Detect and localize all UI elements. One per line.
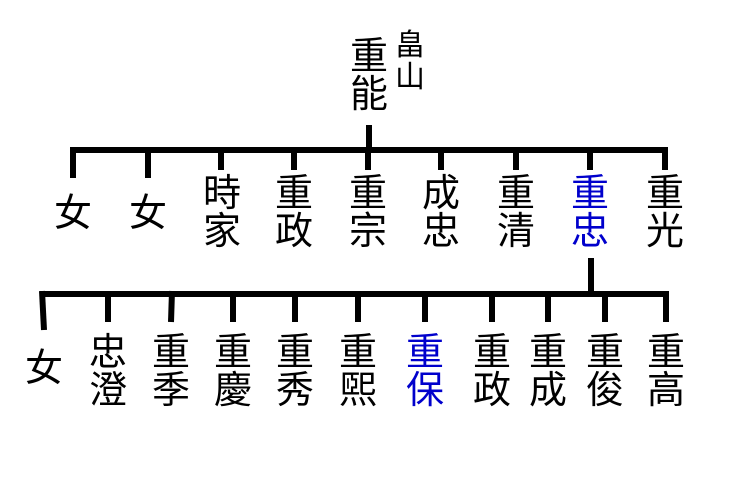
gen2-person-char: 俊: [585, 368, 625, 412]
gen2-person-char: 女: [24, 346, 64, 390]
gen2-person-char: 煕: [338, 368, 378, 412]
gen2-person: 女: [25, 349, 63, 387]
gen1-person-char: 清: [496, 209, 536, 253]
gen2-person-char: 政: [472, 368, 512, 412]
gen2-person: 重 季: [152, 333, 190, 409]
gen2-person-char: 秀: [275, 368, 315, 412]
gen2-person-char: 重: [151, 330, 191, 374]
gen2-person-char: 慶: [213, 368, 253, 412]
root-name-char: 重: [349, 34, 389, 78]
gen1-person-char: 重: [496, 171, 536, 215]
gen1-person: 重 政: [275, 174, 313, 250]
gen2-person: 重 高: [647, 333, 685, 409]
gen2-person-char: 重: [338, 330, 378, 374]
gen2-person: 重 成: [529, 333, 567, 409]
gen1-person: 女: [54, 194, 92, 232]
gen1-person: 時 家: [203, 174, 241, 250]
gen2-person: 忠 澄: [89, 333, 127, 409]
gen2-person-char: 重: [585, 330, 625, 374]
root-clan: 畠 山: [395, 30, 425, 94]
root-clan-char: 畠: [395, 28, 425, 63]
gen2-person-char: 季: [151, 368, 191, 412]
gen1-person-char: 時: [202, 171, 242, 215]
gen2-person-char: 重: [275, 330, 315, 374]
gen2-person-char: 忠: [88, 330, 128, 374]
gen2-drop: [168, 290, 175, 323]
gen2-person-char: 高: [646, 368, 686, 412]
gen2-person: 重 政: [473, 333, 511, 409]
gen1-person-char: 重: [348, 171, 388, 215]
gen1-person: 重 光: [646, 174, 684, 250]
gen1-person-char: 成: [421, 171, 461, 215]
root-name-char: 能: [349, 72, 389, 116]
gen2-person-char: 保: [405, 368, 445, 412]
gen2-person: 重 慶: [214, 333, 252, 409]
gen2-person-char: 重: [405, 330, 445, 374]
gen1-person: 成 忠: [422, 174, 460, 250]
gen2-person: 重 煕: [339, 333, 377, 409]
gen2-person: 重 俊: [586, 333, 624, 409]
gen1-person-char: 光: [645, 209, 685, 253]
gen1-person-char: 家: [202, 209, 242, 253]
gen2-person-char: 澄: [88, 368, 128, 412]
gen2-person-char: 成: [528, 368, 568, 412]
root-name: 重 能: [350, 37, 388, 113]
gen1-person-char: 重: [570, 171, 610, 215]
gen2-person-char: 重: [472, 330, 512, 374]
gen1-person-char: 忠: [570, 209, 610, 253]
gen2-person: 重 秀: [276, 333, 314, 409]
gen1-person-char: 重: [274, 171, 314, 215]
gen1-person: 重 宗: [349, 174, 387, 250]
gen1-person-char: 女: [128, 191, 168, 235]
gen2-person-char: 重: [213, 330, 253, 374]
gen2-person-char: 重: [646, 330, 686, 374]
gen1-person: 女: [129, 194, 167, 232]
gen1-person-char: 政: [274, 209, 314, 253]
gen1-person-char: 女: [53, 191, 93, 235]
gen1-person-char: 重: [645, 171, 685, 215]
gen2-person-highlighted: 重 保: [406, 333, 444, 409]
gen2-person-char: 重: [528, 330, 568, 374]
gen2-drop: [39, 290, 47, 331]
gen1-person-highlighted: 重 忠: [571, 174, 609, 250]
gen1-person-char: 忠: [421, 209, 461, 253]
gen1-person-char: 宗: [348, 209, 388, 253]
gen1-person: 重 清: [497, 174, 535, 250]
root-clan-char: 山: [395, 60, 425, 95]
